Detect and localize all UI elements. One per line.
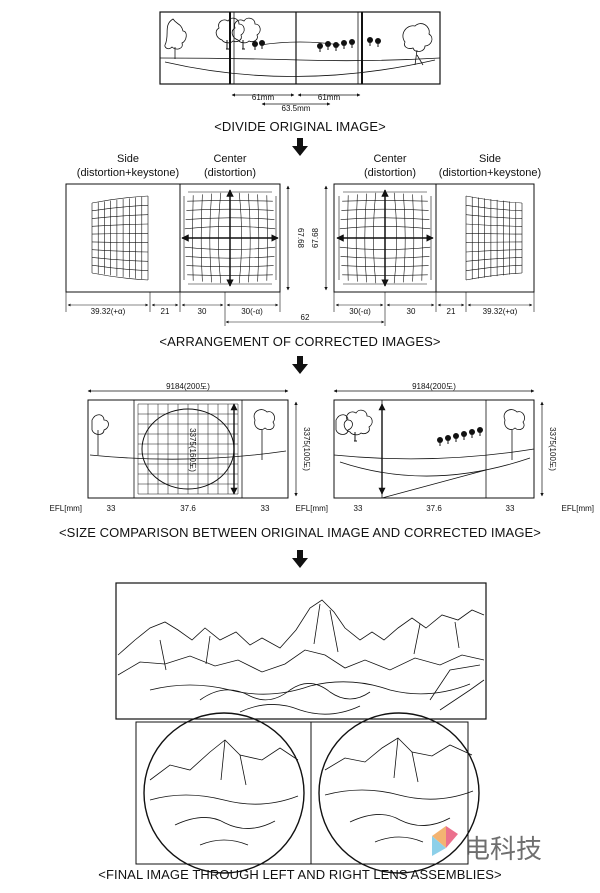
label-center-left-sub: (distortion): [204, 167, 256, 179]
lens-sketch-right: [324, 737, 474, 843]
left-eye-panel: [65, 183, 281, 293]
height-dim-right-label: 67.68: [311, 227, 320, 248]
dim-left-2: 30: [198, 307, 207, 316]
dim-total-label: 63.5mm: [282, 104, 311, 113]
down-arrow-icon: [292, 550, 308, 568]
label-center-right: Center: [373, 153, 406, 165]
final-panorama-frame: [115, 582, 487, 720]
efl-right-1: 37.6: [426, 504, 442, 513]
dim-right-1: 30: [407, 307, 416, 316]
distortion-grids: [91, 189, 523, 287]
width-dim-right: 9184(200도): [412, 382, 456, 391]
down-arrow-icon: [292, 356, 308, 374]
landscape-sketch: [159, 18, 441, 77]
dim-right-0: 30(-α): [349, 307, 371, 316]
barrel-grid-left: [181, 189, 279, 287]
caption-final-image: <FINAL IMAGE THROUGH LEFT AND RIGHT LENS…: [98, 867, 502, 882]
comparison-panel-left: [87, 399, 289, 499]
efl-label-right: EFL[mm]: [562, 504, 594, 513]
height-dim-left-3375: 3375(100도): [302, 427, 311, 471]
lens-sketch-left: [149, 739, 299, 846]
efl-right-0: 33: [354, 504, 363, 513]
section-size-comparison: 9184(200도) 9184(200도): [50, 382, 594, 540]
label-side-left: Side: [117, 153, 139, 165]
section-divide-original: 61mm 61mm 63.5mm <DIVIDE ORIGINAL IMAGE>: [159, 11, 441, 134]
dim-left-1: 21: [161, 307, 170, 316]
efl-right-2: 33: [506, 504, 515, 513]
efl-left-1: 37.6: [180, 504, 196, 513]
right-eye-panel: [333, 183, 535, 293]
watermark: 电科技: [432, 826, 542, 864]
caption-size-comparison: <SIZE COMPARISON BETWEEN ORIGINAL IMAGE …: [59, 525, 541, 540]
label-side-left-sub: (distortion+keystone): [77, 167, 179, 179]
section-arrangement: Side (distortion+keystone) Center (disto…: [65, 153, 541, 349]
mountain-sketch: [117, 599, 485, 715]
efl-label-mid: EFL[mm]: [296, 504, 328, 513]
watermark-text: 电科技: [464, 834, 542, 864]
lens-view-frame: [135, 721, 469, 865]
efl-left-0: 33: [107, 504, 116, 513]
inner-height-dim: 3375(160도): [188, 428, 197, 472]
comparison-grid-left: [137, 403, 239, 495]
right-lens-circle: [318, 712, 480, 874]
label-center-right-sub: (distortion): [364, 167, 416, 179]
section-final-image: <FINAL IMAGE THROUGH LEFT AND RIGHT LENS…: [98, 582, 502, 882]
dim-middle-62: 62: [301, 313, 310, 322]
label-side-right-sub: (distortion+keystone): [439, 167, 541, 179]
height-dim-left-label: 67.68: [296, 228, 305, 249]
label-side-right: Side: [479, 153, 501, 165]
dim-left-3: 30(-α): [241, 307, 263, 316]
comparison-sketch-right: [333, 409, 535, 499]
caption-divide-original: <DIVIDE ORIGINAL IMAGE>: [214, 119, 386, 134]
caption-arrangement: <ARRANGEMENT OF CORRECTED IMAGES>: [159, 334, 440, 349]
width-dim-left: 9184(200도): [166, 382, 210, 391]
efl-label-left: EFL[mm]: [50, 504, 82, 513]
dim-right-3: 39.32(+α): [483, 307, 518, 316]
watermark-logo-icon: [432, 826, 446, 848]
dim-left-label: 61mm: [252, 93, 275, 102]
keystone-grid-left: [91, 195, 149, 281]
label-center-left: Center: [213, 153, 246, 165]
dim-left-0: 39.32(+α): [91, 307, 126, 316]
height-dim-right-3375: 3375(100도): [548, 427, 557, 471]
barrel-grid-right: [336, 189, 434, 287]
original-image-frame: [159, 11, 441, 85]
efl-left-2: 33: [261, 504, 270, 513]
keystone-grid-right: [465, 195, 523, 281]
down-arrow-icon: [292, 138, 308, 156]
dim-right-2: 21: [447, 307, 456, 316]
left-lens-circle: [143, 712, 305, 874]
dim-right-label: 61mm: [318, 93, 341, 102]
